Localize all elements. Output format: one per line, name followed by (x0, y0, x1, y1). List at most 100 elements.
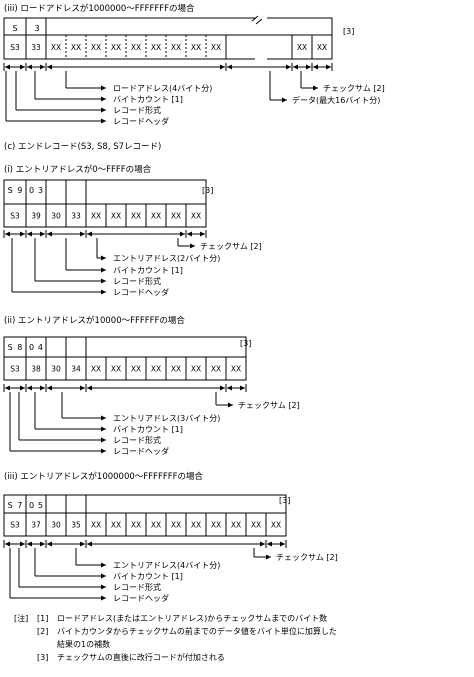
top-row-char: 7 (17, 501, 22, 510)
arrow-right (20, 541, 25, 547)
cell-value: XX (91, 521, 101, 530)
arrow-left (27, 385, 32, 391)
cell-value: XX (297, 43, 307, 52)
break-gap (255, 17, 267, 60)
arrow-left (47, 541, 52, 547)
field-label: レコード形式 (113, 435, 161, 445)
cell-value: XX (191, 521, 201, 530)
footnote-mark: [3] (279, 496, 290, 505)
arrow-right (306, 64, 311, 70)
field-label: レコード形式 (113, 276, 161, 286)
note-number: [2] (37, 627, 49, 636)
arrow-left (227, 385, 232, 391)
note-number: [3] (37, 653, 49, 662)
cell-value: 33 (71, 212, 81, 221)
top-row-char: 4 (38, 343, 43, 352)
cell-value: 37 (31, 521, 41, 530)
arrow-right (240, 385, 245, 391)
cell-value: XX (91, 212, 101, 221)
top-row-char: 5 (38, 501, 43, 510)
arrow-left (27, 231, 32, 237)
cell-value: XX (191, 43, 201, 52)
cell-value: XX (231, 521, 241, 530)
cell-value: XX (191, 212, 201, 221)
arrow-left (87, 231, 92, 237)
top-row-char: S (8, 501, 13, 510)
break-mark (251, 15, 263, 25)
cell-value: XX (171, 365, 181, 374)
cell-value: S3 (10, 43, 20, 52)
leader-arrow (101, 96, 106, 102)
leader-arrow (101, 267, 106, 273)
arrow-right (40, 541, 45, 547)
field-label: バイトカウント [1] (113, 425, 183, 434)
cell-value: 39 (31, 212, 41, 221)
leader-arrow (101, 289, 106, 295)
cell-value: XX (231, 365, 241, 374)
leader-arrow (101, 437, 106, 443)
cell-value: XX (151, 365, 161, 374)
note-text: チェックサムの直後に改行コードが付加される (57, 653, 225, 662)
field-label: ロードアドレス(4バイト分) (113, 84, 212, 93)
cell-value: XX (131, 212, 141, 221)
arrow-left (87, 385, 92, 391)
leader-arrow (101, 584, 106, 590)
field-label: レコード形式 (113, 105, 161, 115)
cell-value: XX (151, 43, 161, 52)
cell-value: XX (171, 521, 181, 530)
leader-arrow (228, 402, 233, 408)
cell-value: 33 (31, 43, 41, 52)
arrow-left (267, 541, 272, 547)
note-number: [1] (37, 614, 49, 623)
cell-value: XX (211, 365, 221, 374)
arrow-left (5, 64, 10, 70)
footnote-mark: [3] (202, 186, 213, 195)
leader-arrow (101, 278, 106, 284)
cell-value: 38 (31, 365, 41, 374)
cell-value: 30 (51, 521, 61, 530)
cell-value: S3 (10, 521, 20, 530)
arrow-right (180, 231, 185, 237)
leader-arrow (101, 118, 106, 124)
record-frame (3, 17, 333, 60)
cell-value: XX (251, 521, 261, 530)
arrow-left (47, 231, 52, 237)
cell-value: XX (51, 43, 61, 52)
arrow-right (40, 231, 45, 237)
leader-arrow (101, 426, 106, 432)
cell-value: 30 (51, 212, 61, 221)
cell-value: XX (171, 212, 181, 221)
arrow-right (280, 541, 285, 547)
section-title: (ii) エントリアドレスが10000～FFFFFFの場合 (4, 315, 185, 326)
arrow-right (220, 385, 225, 391)
cell-value: XX (211, 43, 221, 52)
arrow-left (5, 231, 10, 237)
cell-value: XX (151, 212, 161, 221)
field-label-right: データ(最大16バイト分) (292, 95, 380, 105)
arrow-right (20, 385, 25, 391)
field-label: レコードヘッダ (113, 593, 169, 603)
leader-arrow (313, 85, 318, 91)
arrow-left (5, 541, 10, 547)
cell-value: XX (71, 43, 81, 52)
top-row-char: S (8, 343, 13, 352)
note-text: バイトカウンタからチェックサムの前までのデータ値をバイト単位に加算した (57, 627, 337, 636)
cell-value: XX (91, 43, 101, 52)
arrow-right (286, 64, 291, 70)
leader-arrow (101, 562, 106, 568)
cell-value: XX (151, 521, 161, 530)
section-2: (c) エンドレコード(S3, S8, S7レコード)(i) エントリアドレスが… (3, 142, 262, 297)
cell-value: XX (317, 43, 327, 52)
cell-value: 30 (51, 365, 61, 374)
top-row-char: 0 (29, 501, 34, 510)
cell-value: 35 (71, 521, 81, 530)
field-label: エントリアドレス(3バイト分) (113, 414, 220, 423)
field-label: エントリアドレス(2バイト分) (113, 254, 220, 263)
arrow-right (40, 385, 45, 391)
top-row-char: S (8, 186, 13, 195)
section-title: (iii) ロードアドレスが1000000～FFFFFFFの場合 (4, 3, 195, 14)
note-text: 結果の1の補数 (57, 640, 111, 649)
arrow-left (27, 64, 32, 70)
